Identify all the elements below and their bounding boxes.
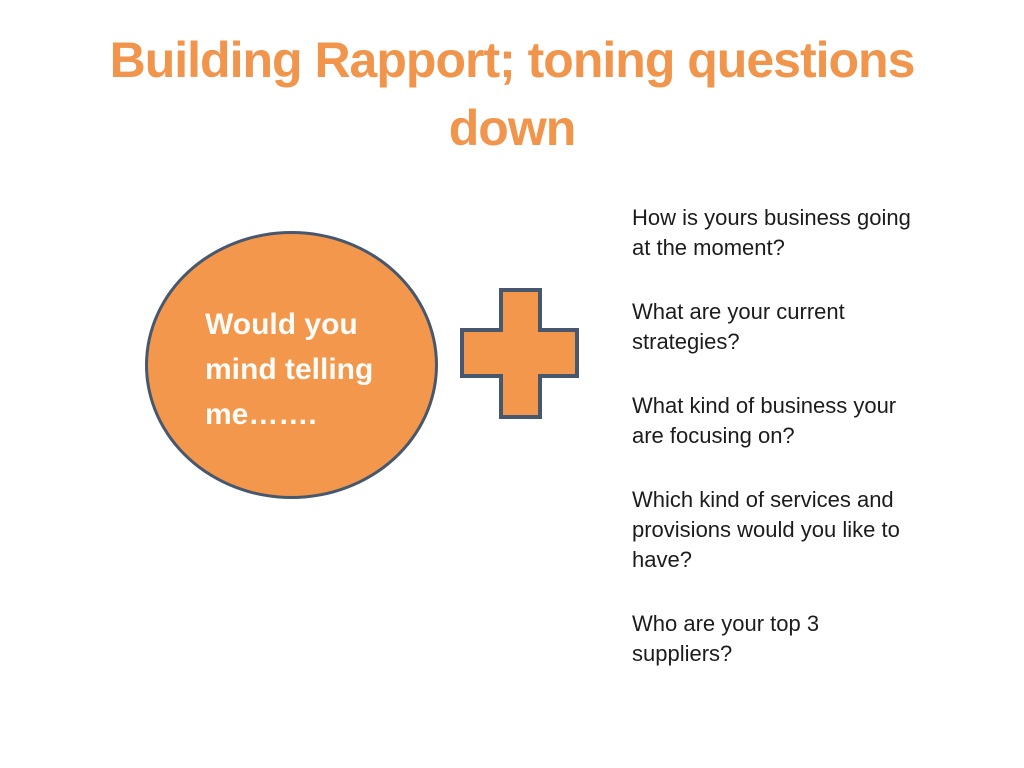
speech-bubble-ellipse: Would you mind telling me……. <box>145 231 438 499</box>
question-item: Which kind of services and provisions wo… <box>632 487 900 572</box>
speech-bubble-text: Would you mind telling me……. <box>205 308 374 431</box>
questions-list: How is yours business going at the momen… <box>632 203 952 703</box>
question-item: How is yours business going at the momen… <box>632 205 911 260</box>
slide-title: Building Rapport; toning questions down <box>109 32 916 156</box>
plus-icon <box>460 288 579 419</box>
question-item: What kind of business your are focusing … <box>632 393 897 448</box>
question-item: Who are your top 3 suppliers? <box>632 611 820 666</box>
question-item: What are your current strategies? <box>632 299 845 354</box>
